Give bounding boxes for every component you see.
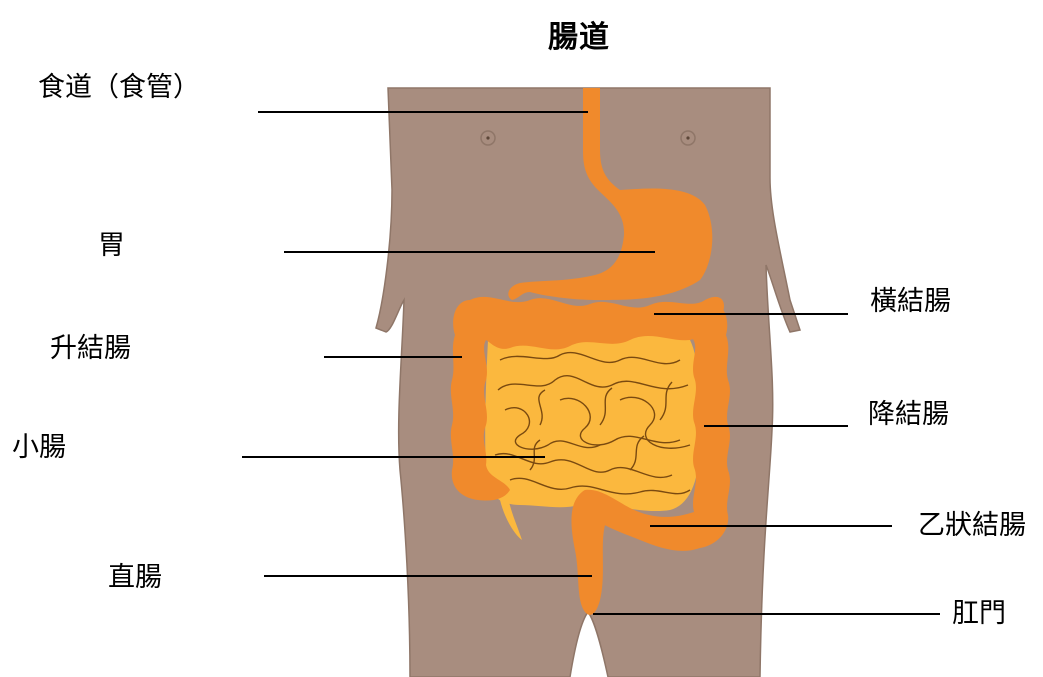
label-anus: 肛門	[952, 598, 1006, 630]
nipple-right-center	[686, 136, 689, 139]
label-descending-colon: 降結腸	[868, 399, 949, 431]
label-rectum: 直腸	[108, 562, 162, 594]
label-transverse-colon: 橫結腸	[870, 286, 951, 318]
label-stomach: 胃	[98, 230, 125, 262]
descending-colon-shape	[692, 300, 730, 548]
nipple-left-center	[486, 136, 489, 139]
label-small-intestine: 小腸	[12, 432, 66, 464]
label-ascending-colon: 升結腸	[50, 333, 131, 365]
label-sigmoid-colon: 乙狀結腸	[918, 510, 1026, 542]
label-esophagus: 食道（食管）	[38, 72, 200, 104]
